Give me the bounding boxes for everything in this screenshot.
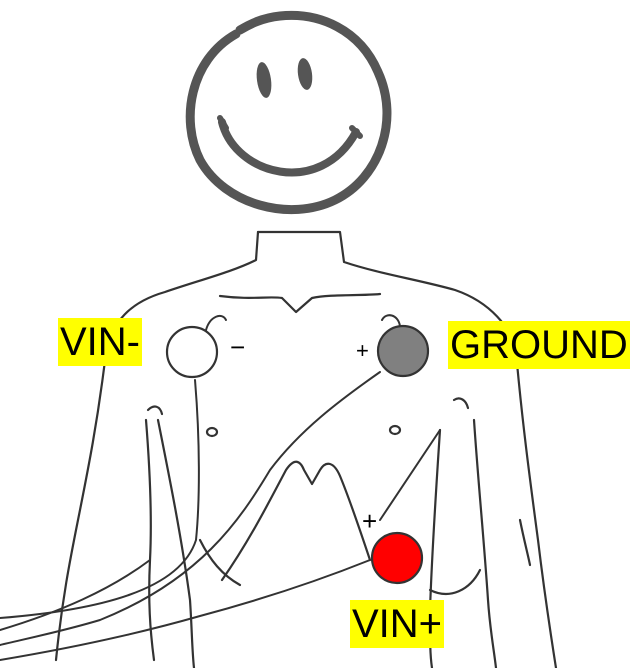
wire-ground-branch xyxy=(380,430,440,520)
electrode-ground xyxy=(378,326,428,376)
left-torso-side xyxy=(158,420,194,668)
ground-polarity: + xyxy=(356,338,369,363)
abdomen-arch xyxy=(222,462,370,580)
right-armpit xyxy=(454,398,468,408)
electrode-hooks xyxy=(206,315,400,330)
face-outline xyxy=(190,15,387,209)
right-lower-rib xyxy=(430,570,480,594)
ground-hook xyxy=(382,315,400,326)
right-arm-outer xyxy=(516,352,556,668)
electrode-vin-minus xyxy=(167,327,217,377)
smile-dimples xyxy=(220,118,360,136)
right-arm-muscle xyxy=(520,520,530,565)
left-arm-inner xyxy=(146,420,154,660)
label-vin-minus: VIN- xyxy=(58,318,142,366)
vin-minus-hook xyxy=(206,316,226,330)
wire-vin-minus xyxy=(0,380,199,618)
torso-outline xyxy=(56,232,556,668)
right-nipple xyxy=(390,426,400,434)
left-nipple xyxy=(207,428,217,436)
right-eye xyxy=(296,57,314,91)
smiley-face-icon xyxy=(190,15,387,209)
left-arm-outer xyxy=(56,352,106,660)
label-ground: GROUND xyxy=(448,321,630,369)
vin-minus-polarity: − xyxy=(230,332,245,362)
left-armpit xyxy=(148,407,162,414)
vin-plus-polarity: + xyxy=(362,506,377,536)
left-eye xyxy=(255,61,274,99)
label-vin-plus: VIN+ xyxy=(350,600,444,648)
electrode-vin-plus xyxy=(372,533,422,583)
smile-mouth xyxy=(222,122,356,172)
right-arm-inner xyxy=(474,420,496,668)
collarbone-line xyxy=(220,294,380,312)
